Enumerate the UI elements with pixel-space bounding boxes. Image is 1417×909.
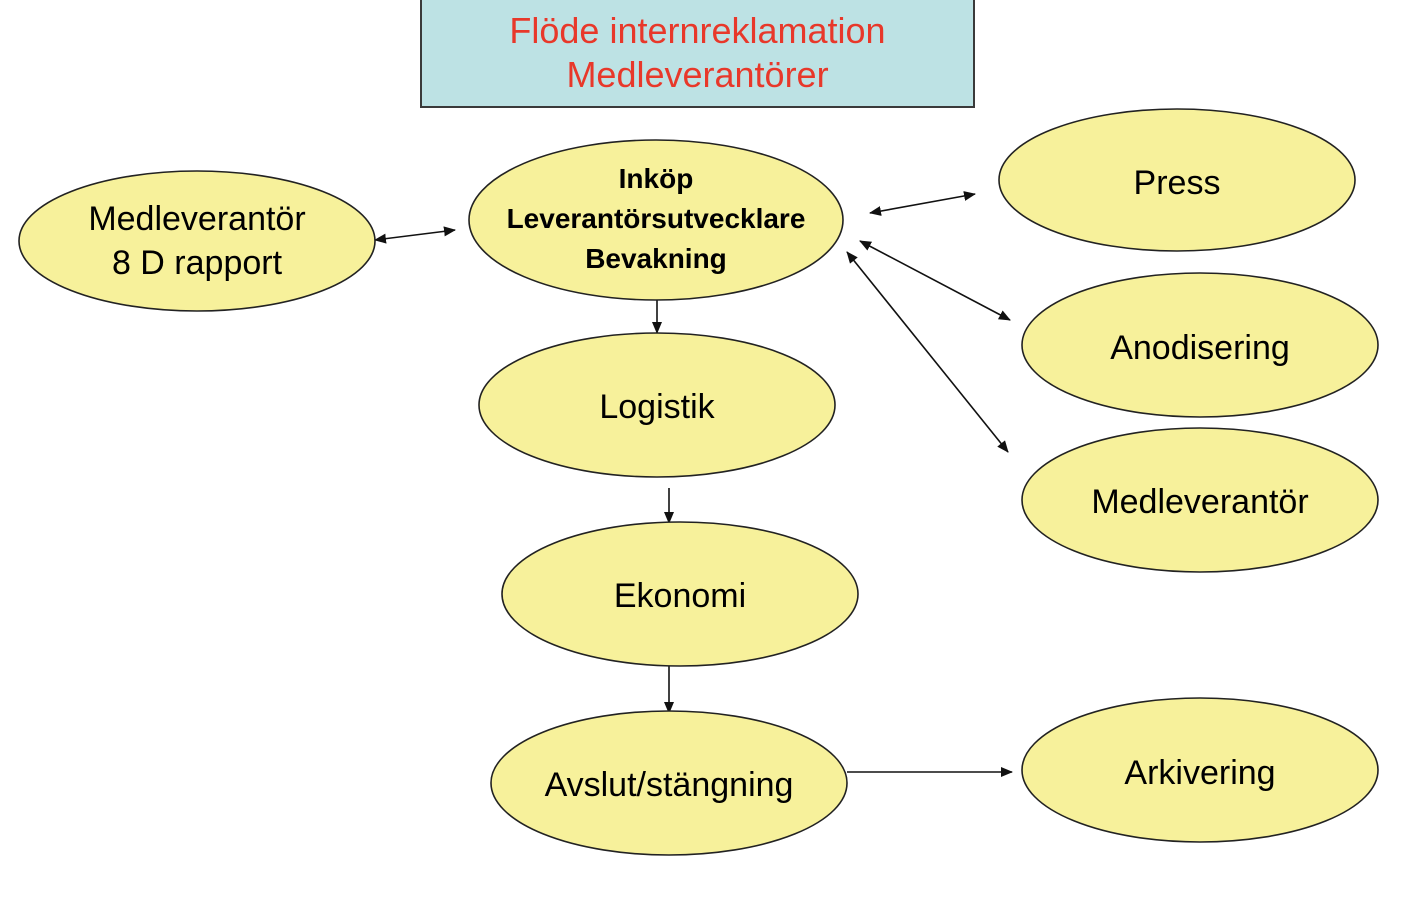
edge-inkop-anodisering	[859, 240, 1011, 321]
node-medleverantor-label: Medleverantör	[1091, 483, 1308, 521]
title-line-2: Medleverantörer	[566, 54, 829, 95]
node-anodisering: Anodisering	[1021, 272, 1379, 418]
title-line-1: Flöde internreklamation	[509, 10, 886, 51]
node-medleverantor-rapport-line-1: Medleverantör	[88, 200, 305, 238]
node-ekonomi-label: Ekonomi	[614, 577, 746, 615]
edges-layer	[374, 191, 1013, 777]
node-medleverantor: Medleverantör	[1021, 427, 1379, 573]
node-ekonomi: Ekonomi	[501, 521, 859, 667]
node-inkop-line-1: Inköp	[619, 163, 694, 194]
node-medleverantor-rapport-line-2: 8 D rapport	[112, 244, 283, 282]
node-inkop-line-3: Bevakning	[585, 243, 727, 274]
nodes-layer: Medleverantör 8 D rapport Inköp Leverant…	[18, 108, 1379, 856]
node-logistik-label: Logistik	[599, 388, 715, 426]
node-avslut: Avslut/stängning	[490, 710, 848, 856]
node-avslut-label: Avslut/stängning	[545, 766, 794, 804]
node-press: Press	[998, 108, 1356, 252]
diagram-title-box: Flöde internreklamation Medleverantörer	[420, 0, 975, 108]
node-inkop-line-2: Leverantörsutvecklare	[507, 203, 806, 234]
node-press-label: Press	[1134, 164, 1221, 202]
node-arkivering-label: Arkivering	[1124, 754, 1275, 792]
node-inkop: Inköp Leverantörsutvecklare Bevakning	[468, 139, 844, 301]
edge-medleverantor-rapport-inkop	[374, 226, 456, 244]
edge-inkop-medleverantor	[846, 251, 1009, 453]
node-arkivering: Arkivering	[1021, 697, 1379, 843]
edge-inkop-press	[869, 191, 976, 216]
node-anodisering-label: Anodisering	[1110, 329, 1290, 367]
node-logistik: Logistik	[478, 332, 836, 478]
node-medleverantor-rapport: Medleverantör 8 D rapport	[18, 170, 376, 312]
